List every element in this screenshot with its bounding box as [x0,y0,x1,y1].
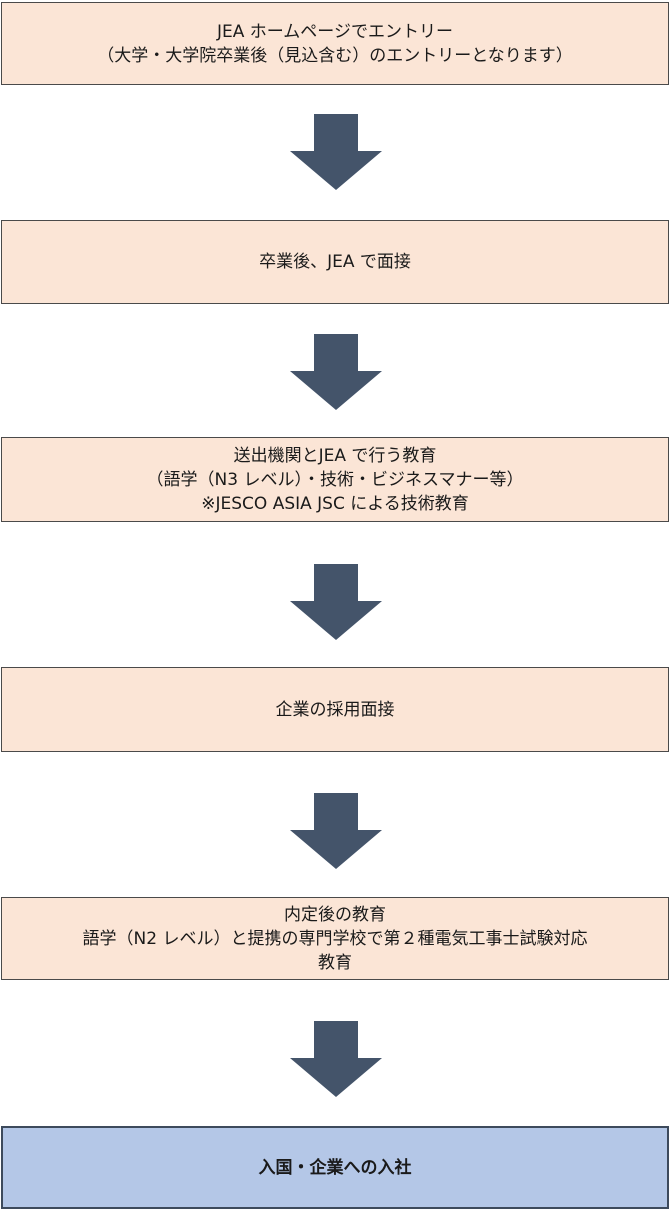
step-text-line: 入国・企業への入社 [258,1157,412,1178]
step-text-line: ※JESCO ASIA JSC による技術教育 [201,493,469,514]
down-arrow-icon [290,564,382,640]
step-text-line: 教育 [318,952,352,973]
down-arrow-icon [290,334,382,410]
step-text-line: 送出機関とJEA で行う教育 [233,445,437,466]
step-text-line: 企業の採用面接 [275,699,395,720]
step-text-line: 語学（N2 レベル）と提携の専門学校で第２種電気工事士試験対応 [82,928,588,949]
step-text-line: （語学（N3 レベル）・技術・ビジネスマナー等） [146,469,524,490]
down-arrow-shape [290,793,382,869]
step-text-line: （大学・大学院卒業後（見込含む）のエントリーとなります） [97,45,573,66]
down-arrow-shape [290,334,382,410]
flow-step-company-interview: 企業の採用面接 [1,667,669,752]
down-arrow-shape [290,1021,382,1097]
flow-step-interview: 卒業後、JEA で面接 [1,220,669,304]
down-arrow-shape [290,564,382,640]
step-text-line: 内定後の教育 [284,904,386,925]
flow-step-post-offer-education: 内定後の教育 語学（N2 レベル）と提携の専門学校で第２種電気工事士試験対応 教… [1,897,669,980]
down-arrow-icon [290,793,382,869]
down-arrow-icon [290,1021,382,1097]
flow-step-education: 送出機関とJEA で行う教育 （語学（N3 レベル）・技術・ビジネスマナー等） … [1,437,669,522]
flow-step-entry: JEA ホームページでエントリー （大学・大学院卒業後（見込含む）のエントリーと… [1,2,669,85]
flow-step-entry-to-company: 入国・企業への入社 [1,1126,669,1209]
down-arrow-shape [290,114,382,190]
step-text-line: JEA ホームページでエントリー [217,21,453,42]
down-arrow-icon [290,114,382,190]
step-text-line: 卒業後、JEA で面接 [259,252,411,272]
